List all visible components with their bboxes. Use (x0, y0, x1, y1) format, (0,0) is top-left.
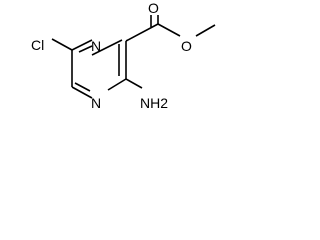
ring-nitrogen-top-label: N (91, 38, 101, 54)
bond-n4-c5-double (74, 82, 91, 92)
ester-oxygen-label: O (181, 38, 192, 54)
bond-carbonyl-ester-o (157, 23, 181, 37)
bond-c6-cl (51, 38, 73, 51)
amino-group-label: NH2 (140, 95, 168, 111)
molecule-structure: Cl N N O O NH2 (31, 0, 216, 111)
bond-c2-carbonyl (125, 23, 159, 42)
bond-n1-c2 (91, 39, 123, 56)
bond-ester-o-methyl (195, 24, 216, 37)
bond-c6-n1-double (78, 45, 93, 53)
bond-c3-n4 (107, 78, 127, 91)
chlorine-label: Cl (31, 37, 44, 53)
bond-c3-nh2 (125, 78, 143, 89)
bond-n4-c5 (71, 86, 93, 99)
bond-c6-n1 (71, 39, 93, 51)
carbonyl-oxygen-label: O (148, 0, 159, 16)
ring-nitrogen-bottom-label: N (91, 95, 101, 111)
